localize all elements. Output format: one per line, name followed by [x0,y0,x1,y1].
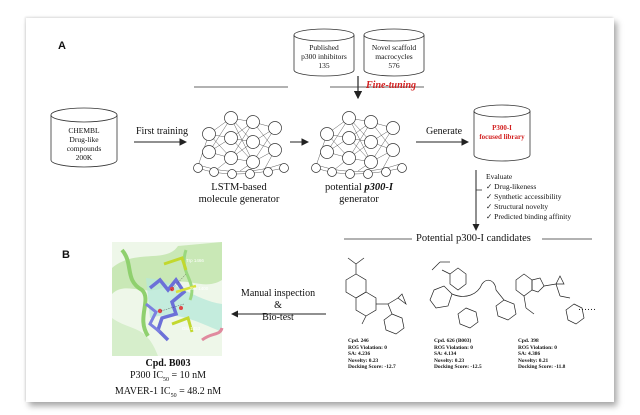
p300-ic-value: = 10 nM [169,370,207,381]
published-inhibitors-label: Published p300 inhibitors 135 [294,43,354,70]
published-line-1: Published [309,43,339,52]
novel-macrocycles-cylinder [363,28,425,77]
panel-a-label: A [58,40,66,52]
published-line-2: p300 inhibitors [301,52,347,61]
lstm-caption-line-2: molecule generator [198,194,280,205]
manual-line-3: Bio-test [262,312,294,323]
molecule-246-structure [345,257,407,335]
compound-sa: SA: 4.386 [518,351,541,358]
residue-ser-label: Ser 1400 [190,286,209,291]
residue-trp-label: Trp 1466 [186,258,204,263]
library-line-1: P300-I [492,124,512,132]
compound-name: Cpd. 246 [348,338,369,344]
evaluate-title: Evaluate [486,172,513,181]
chembl-line-1: CHEMBL [68,126,100,135]
p300-caption-line-2: generator [339,194,379,205]
compound-sa: SA: 4.236 [348,351,371,358]
chembl-line-4: 200K [75,153,93,162]
novel-line-3: 576 [388,61,400,70]
manual-line-1: Manual inspection [240,288,316,299]
evaluate-item-label: Structural novelty [494,202,549,211]
library-line-2: focused library [479,133,525,141]
lstm-network-icon [193,111,289,179]
molecule-398-structure [515,273,585,325]
evaluate-item: ✓ Structural novelty [486,202,549,211]
compound-docking: Docking Score: -11.8 [518,364,566,371]
compound-246-info: Cpd. 246 RO5 Violation: 0 SA: 4.236 Nove… [348,338,396,371]
evaluate-item: ✓ Synthetic accessibility [486,192,562,201]
lstm-caption-line-1: LSTM-based [211,182,267,193]
p300-network-icon [311,111,407,179]
b003-p300-ic50: P300 IC50 = 10 nM [106,370,230,386]
compound-name: Cpd. 398 [518,338,539,344]
b003-caption: Cpd. B003 P300 IC50 = 10 nM MAVER-1 IC50… [106,358,230,402]
compound-626-info: Cpd. 626 (B003) RO5 Violation: 0 SA: 4.1… [434,338,482,371]
lstm-generator-caption: LSTM-based molecule generator [184,182,294,206]
generate-label: Generate [426,126,463,137]
maver-ic-value: = 48.2 nM [176,386,222,397]
first-training-label: First training [136,126,188,137]
chembl-line-3: compounds [66,144,102,153]
compound-docking: Docking Score: -12.5 [434,364,482,371]
b003-maver-ic50: MAVER-1 IC50 = 48.2 nM [106,386,230,402]
compound-docking: Docking Score: -12.7 [348,364,396,371]
figure-frame: A B [26,18,614,402]
manual-inspection-label: Manual inspection & Bio-test [232,288,324,324]
compound-novelty: Novelty: 0.23 [434,357,465,364]
evaluate-item-label: Synthetic accessibility [494,192,562,201]
p300-caption-italic: p300-I [364,182,393,193]
more-ellipsis: …… [578,302,596,312]
novel-macrocycles-label: Novel scaffold macrocycles 576 [364,43,424,70]
compound-ro5: RO5 Violation: 0 [348,344,387,351]
evaluate-item: ✓ Predicted binding affinity [486,212,572,221]
compound-sa: SA: 4.134 [434,351,457,358]
p300-ic-label: P300 IC [129,370,164,381]
novel-line-1: Novel scaffold [371,43,417,52]
p300-ic-sub: 50 [163,377,170,383]
p300-generator-caption: potential p300-I generator [304,182,414,206]
chembl-cylinder [50,107,118,168]
compound-ro5: RO5 Violation: 0 [434,344,473,351]
compound-name: Cpd. 626 (B003) [434,338,472,344]
manual-line-2: & [274,300,282,311]
panel-b-label: B [62,249,70,261]
fine-tuning-label: Fine-tuning [366,80,417,91]
chembl-line-2: Drug-like [69,135,99,144]
p300-caption-prefix: potential [325,182,365,193]
maver-ic-label: MAVER-1 IC [114,386,171,397]
b003-name: Cpd. B003 [145,358,191,369]
published-line-3: 135 [318,61,330,70]
compound-ro5: RO5 Violation: 0 [518,344,557,351]
molecule-626-structure [429,261,517,329]
novel-line-2: macrocycles [375,52,413,61]
protein-structure-image [112,242,224,356]
compound-novelty: Novelty: 0.21 [518,357,549,364]
residue-glu-label: Glu 1453 [182,326,201,331]
candidates-title: Potential p300-I candidates [416,233,531,244]
evaluate-item-label: Drug-likeness [494,182,537,191]
focused-library-cylinder [473,104,531,162]
evaluate-item: ✓ Drug-likeness [486,182,537,191]
focused-library-label: P300-I focused library [474,124,530,142]
evaluate-item-label: Predicted binding affinity [494,212,572,221]
published-inhibitors-cylinder [293,28,355,77]
workflow-diagram [50,28,592,356]
compound-398-info: Cpd. 398 RO5 Violation: 0 SA: 4.386 Nove… [518,338,565,371]
compound-novelty: Novelty: 0.23 [348,357,379,364]
chembl-label: CHEMBL Drug-like compounds 200K [51,126,117,162]
maver-ic-sub: 50 [170,393,177,399]
evaluate-list: Evaluate ✓ Drug-likeness ✓ Synthetic acc… [486,172,571,222]
